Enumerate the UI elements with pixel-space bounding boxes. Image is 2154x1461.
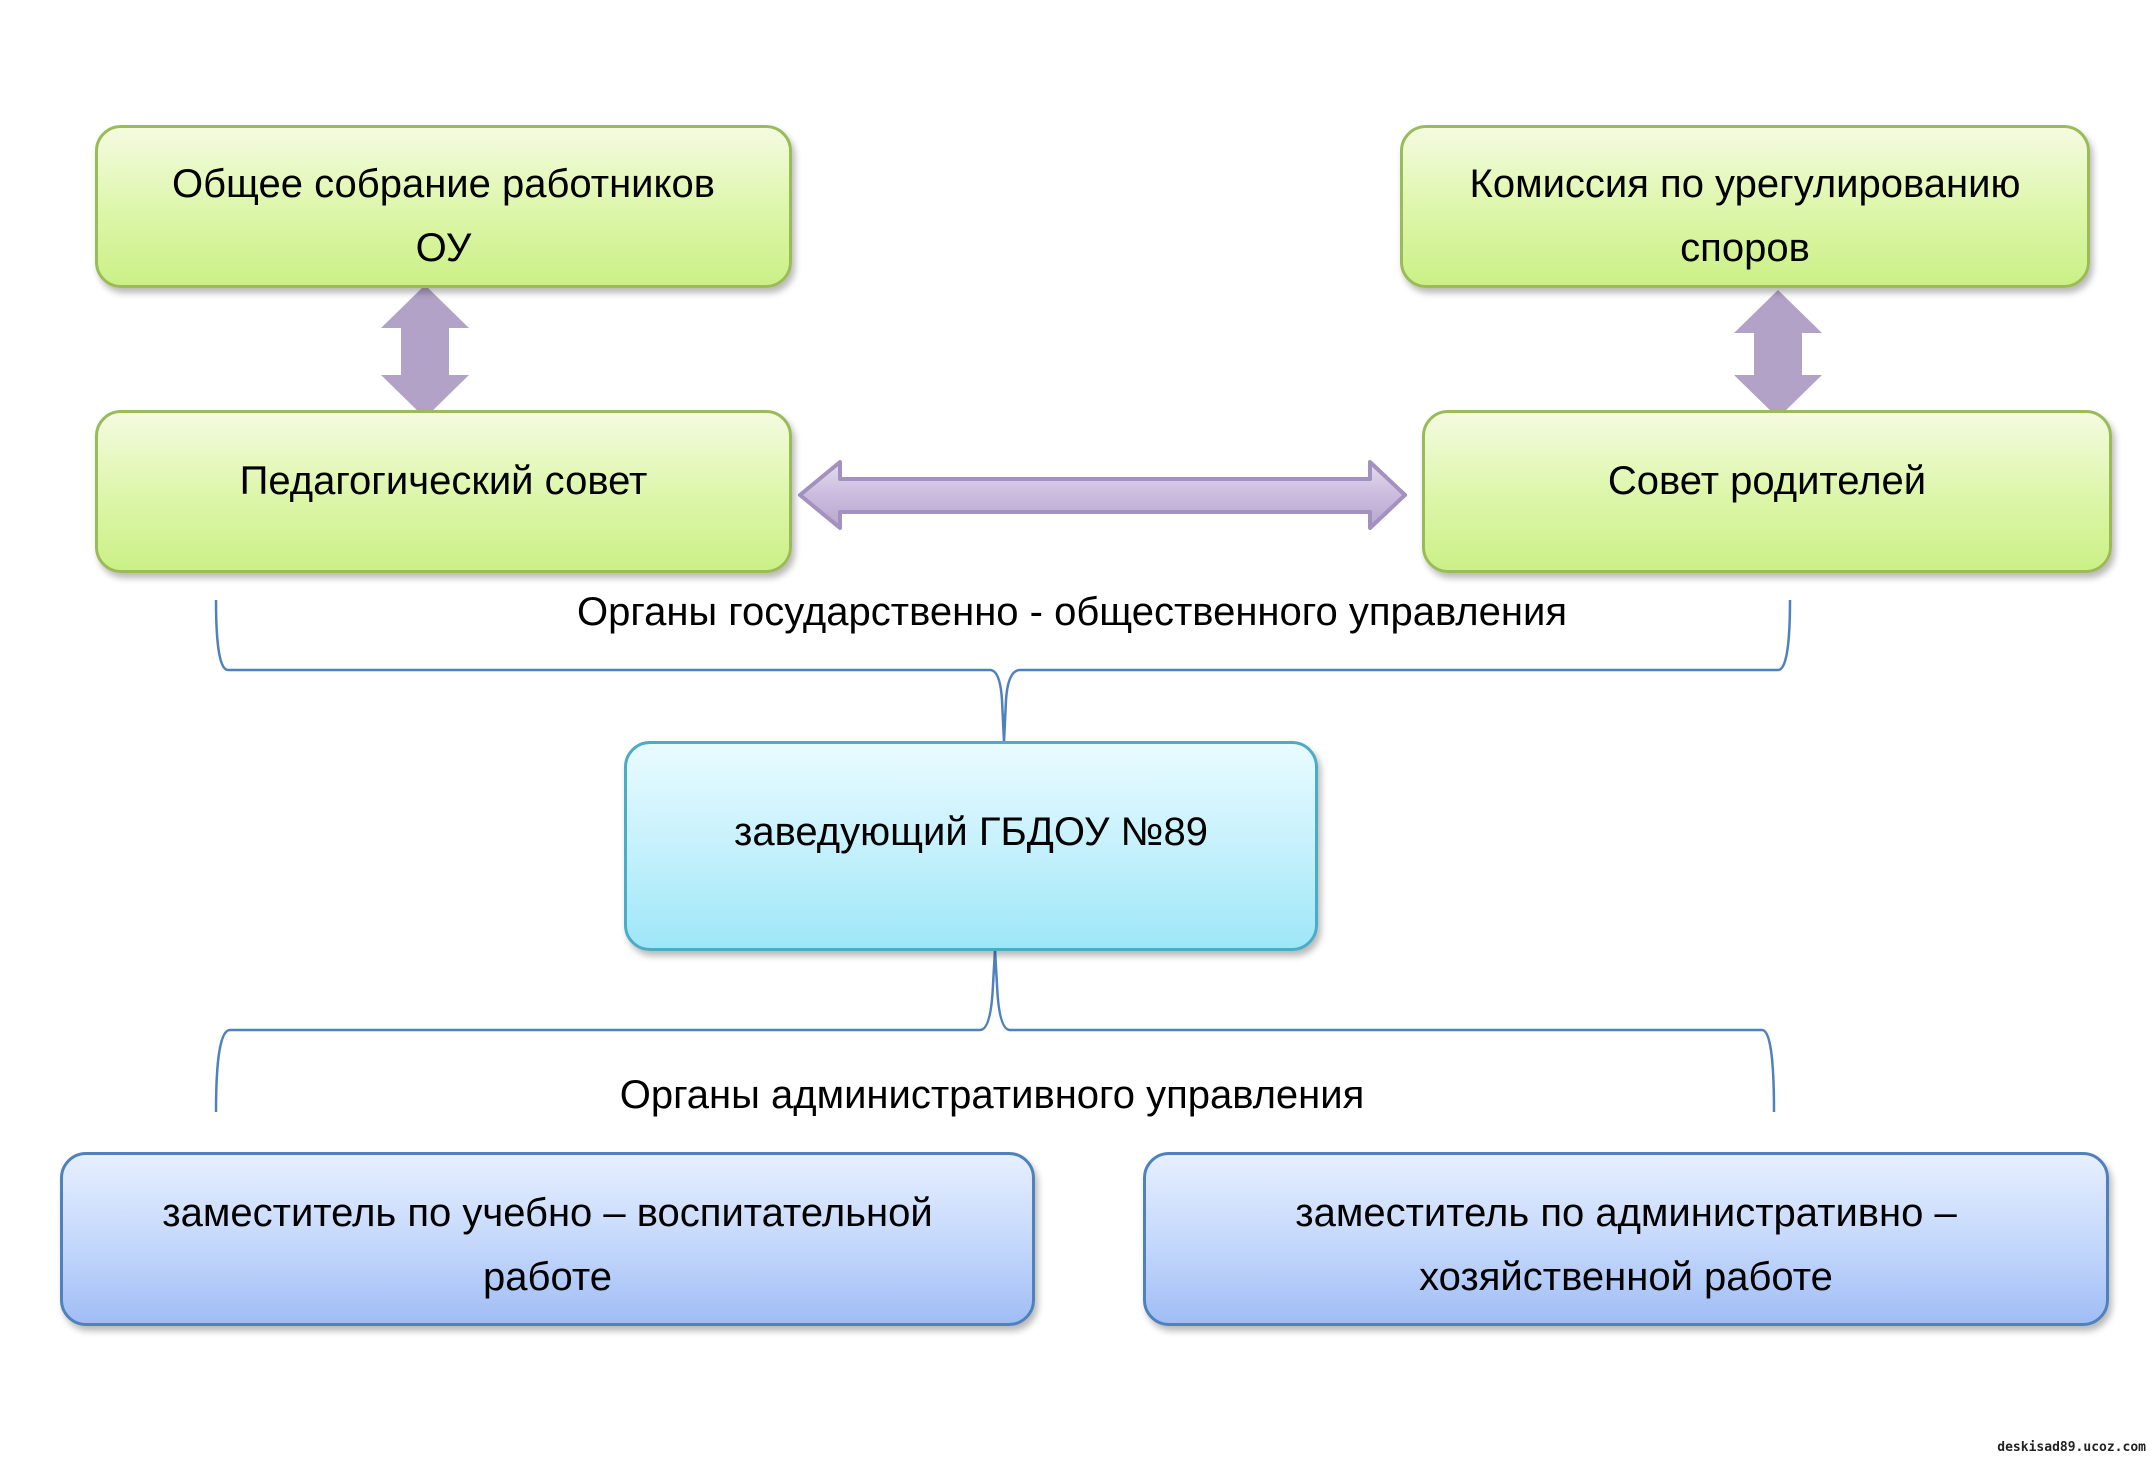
brace-public-bodies (214, 599, 1792, 743)
box-head: заведующий ГБДОУ №89 (624, 741, 1318, 951)
box-parents-council-text: Совет родителей (1607, 459, 1927, 503)
label-admin-bodies: Органы административного управления (619, 1073, 1365, 1117)
brace-admin-bodies (214, 949, 1776, 1113)
box-head-text: заведующий ГБДОУ №89 (734, 810, 1208, 854)
box-dispute-commission-text: Комиссия по урегулированию споров (1469, 162, 2021, 270)
double-arrow-left-vertical (381, 285, 469, 418)
double-arrow-right-vertical (1734, 290, 1822, 418)
box-deputy-education-text: заместитель по учебно – воспитательной р… (162, 1191, 933, 1299)
box-deputy-admin-text: заместитель по административно – хозяйст… (1295, 1191, 1957, 1299)
box-deputy-admin: заместитель по административно – хозяйст… (1143, 1152, 2109, 1326)
box-general-meeting-text: Общее собрание работников ОУ (172, 162, 715, 270)
box-deputy-education: заместитель по учебно – воспитательной р… (60, 1152, 1035, 1326)
box-dispute-commission: Комиссия по урегулированию споров (1400, 125, 2090, 288)
box-general-meeting: Общее собрание работников ОУ (95, 125, 792, 288)
box-pedagogical-council-text: Педагогический совет (239, 459, 648, 503)
double-arrow-horizontal (798, 460, 1407, 530)
watermark: deskisad89.ucoz.com (1997, 1440, 2146, 1455)
box-parents-council: Совет родителей (1422, 410, 2112, 573)
box-pedagogical-council: Педагогический совет (95, 410, 792, 573)
label-public-bodies: Органы государственно - общественного уп… (577, 590, 1567, 634)
